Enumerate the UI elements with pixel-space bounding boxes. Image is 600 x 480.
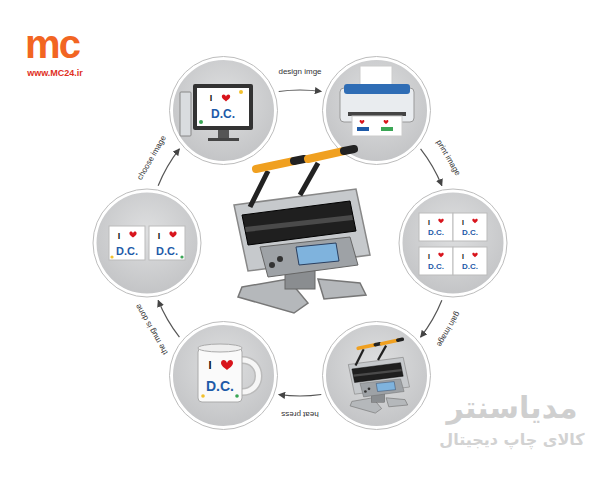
artwork-text: D.C. — [116, 246, 138, 257]
step-label: heat press — [279, 410, 320, 418]
watermark: مدیاسنتر — [446, 393, 577, 423]
computer-icon — [180, 84, 253, 141]
artwork-text: D.C. — [428, 229, 444, 237]
artwork-text: D.C. — [462, 263, 478, 271]
print-card — [419, 213, 487, 275]
artwork-letter: I — [158, 232, 161, 241]
artwork-letter: I — [118, 232, 121, 241]
artwork-letter: I — [428, 253, 430, 260]
print-card — [109, 226, 185, 260]
artwork-text: D.C. — [462, 229, 478, 237]
printer-icon — [340, 66, 414, 136]
mug-press-machine — [234, 149, 370, 313]
artwork-letter: I — [210, 94, 213, 103]
step-disc — [93, 57, 507, 430]
artwork-text: D.C. — [211, 108, 235, 120]
step-label: the mug is done — [133, 300, 170, 357]
artwork-text: D.C. — [206, 379, 234, 393]
artwork-letter: I — [462, 219, 464, 226]
artwork-text: D.C. — [428, 263, 444, 271]
artwork-letter: I — [208, 360, 211, 371]
cycle-arrow — [158, 300, 179, 337]
step-label: print image — [434, 137, 463, 179]
cycle-arrow — [279, 90, 322, 91]
website-url: www.MC24.ir — [27, 69, 83, 78]
cycle-arrow — [421, 149, 442, 186]
step-label: design imge — [276, 68, 323, 76]
artwork-letter: I — [462, 253, 464, 260]
brand-logo: mc — [25, 24, 79, 64]
cycle-arrow — [158, 149, 179, 186]
cycle-arrow — [279, 395, 322, 396]
cycle-arrow — [421, 300, 442, 337]
artwork-letter: I — [428, 219, 430, 226]
artwork-text: D.C. — [156, 246, 178, 257]
step-label: choose image — [135, 132, 169, 183]
watermark: کالای چاپ دیجیتال — [439, 432, 584, 448]
mug-icon — [198, 344, 259, 402]
step-label: gain image — [434, 308, 462, 349]
mug-press-machine — [348, 339, 409, 413]
